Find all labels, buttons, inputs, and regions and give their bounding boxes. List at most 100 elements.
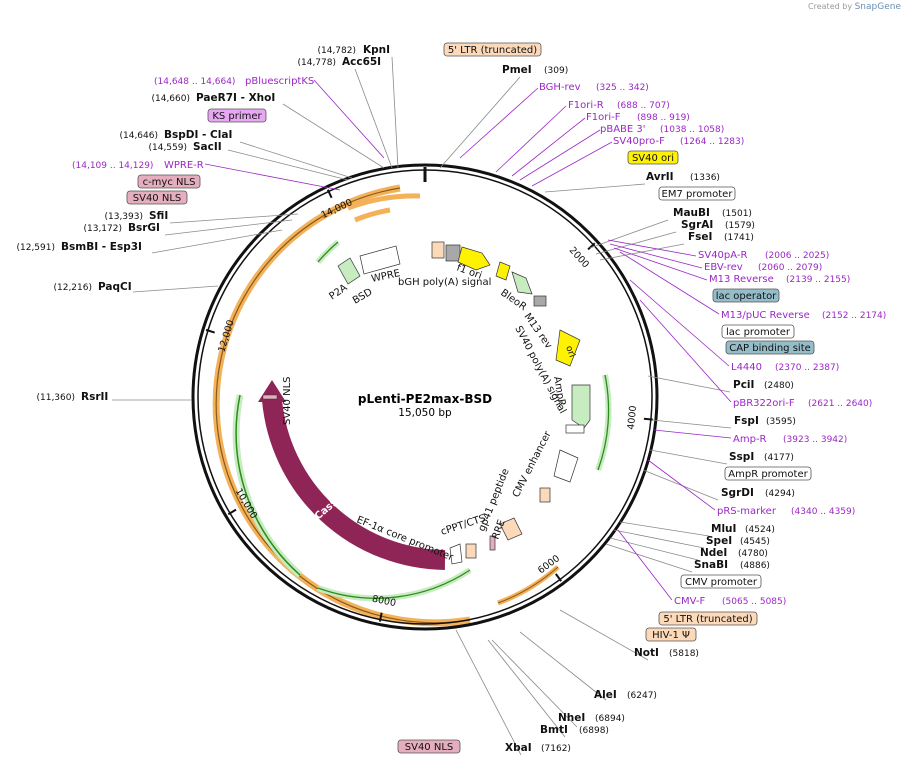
tick-mark bbox=[227, 508, 237, 516]
enzyme-pos-avrii: (1336) bbox=[690, 173, 720, 183]
enzyme-pmei: PmeI bbox=[502, 64, 532, 76]
primer-sv40pro-f: SV40pro-F bbox=[613, 136, 665, 147]
enzyme-labels: (14,782) KpnI (14,778) Acc65I (14,660) P… bbox=[16, 44, 795, 754]
enzyme-pos-sspi: (4177) bbox=[764, 453, 794, 463]
primer-m13-reverse: M13 Reverse bbox=[709, 274, 774, 285]
primer-l4440: L4440 bbox=[731, 362, 762, 373]
tick-mark bbox=[587, 242, 596, 251]
enzyme-bspdi: BspDI - ClaI bbox=[164, 129, 232, 141]
plasmid-name: pLenti-PE2max-BSD bbox=[358, 392, 492, 406]
cppt-shape bbox=[465, 543, 477, 559]
enzyme-pos-xbai: (7162) bbox=[541, 744, 571, 754]
leader-line bbox=[455, 629, 522, 756]
boxed-label-text: KS primer bbox=[212, 111, 262, 122]
feature-label-sv40nls: SV40 NLS bbox=[282, 377, 293, 426]
primer-pos-f1ori-r: (688 .. 707) bbox=[617, 101, 670, 111]
primer-pos-sv40pro-f: (1264 .. 1283) bbox=[680, 137, 744, 147]
enzyme-spei: SpeI bbox=[706, 535, 732, 547]
primer-leader-line bbox=[653, 429, 732, 439]
ef1a-shape bbox=[449, 543, 463, 565]
bsd-arrow bbox=[337, 257, 361, 285]
boxed-label-text: 5' LTR (truncated) bbox=[448, 45, 537, 56]
enzyme-pos-bsmbi: (12,591) bbox=[16, 243, 55, 253]
primer-pos-prs-marker: (4340 .. 4359) bbox=[791, 507, 855, 517]
backbone-ring bbox=[191, 163, 659, 631]
primer-pos-ebv-rev: (2060 .. 2079) bbox=[758, 263, 822, 273]
primer-labels: (14,648 .. 14,664) pBluescriptKS (14,109… bbox=[72, 76, 886, 607]
leader-line bbox=[487, 639, 566, 738]
primer-leader-line bbox=[313, 79, 385, 159]
boxed-label-text: CMV promoter bbox=[685, 577, 758, 588]
boxed-label-text: SV40 NLS bbox=[405, 742, 454, 753]
boxed-label-text: c-myc NLS bbox=[143, 177, 196, 188]
enzyme-paqci: PaqCI bbox=[98, 281, 132, 293]
enzyme-pos-paqci: (12,216) bbox=[53, 283, 92, 293]
ltr-small-arc bbox=[497, 565, 560, 606]
plasmid-center: pLenti-PE2max-BSD 15,050 bp bbox=[358, 392, 492, 419]
enzyme-snabi: SnaBI bbox=[694, 559, 728, 571]
feature-label-ampr: AmpR bbox=[551, 376, 567, 407]
primer-leader-line bbox=[617, 529, 673, 601]
gp41-shape bbox=[489, 535, 496, 551]
enzyme-pos-snabi: (4886) bbox=[740, 561, 770, 571]
boxed-label-text: 5' LTR (truncated) bbox=[663, 614, 752, 625]
leader-line bbox=[589, 219, 669, 249]
leader-line bbox=[651, 419, 732, 429]
boxed-label-text: AmpR promoter bbox=[728, 469, 808, 480]
enzyme-bsrgi: BsrGI bbox=[128, 222, 160, 234]
backbone-outer bbox=[191, 163, 659, 631]
label-leaders bbox=[112, 56, 732, 756]
bgh-shape bbox=[431, 241, 445, 259]
enzyme-sgrai: SgrAI bbox=[681, 219, 713, 231]
enzyme-maubi: MauBI bbox=[673, 207, 710, 219]
enzyme-acc65i: Acc65I bbox=[342, 56, 381, 68]
enzyme-fsei: FseI bbox=[688, 231, 712, 243]
enzyme-pos-sfii: (13,393) bbox=[104, 212, 143, 222]
sv40-ori-shape bbox=[495, 261, 511, 281]
boxed-label-bg bbox=[658, 611, 758, 626]
primer-leader-line bbox=[531, 141, 613, 187]
boxed-feature-labels: 5' LTR (truncated) KS primer c-myc NLS SV40… bbox=[126, 42, 815, 754]
wpre-shape bbox=[359, 245, 401, 275]
boxed-label-text: SV40 NLS bbox=[133, 193, 182, 204]
orf-top-inner bbox=[317, 241, 339, 263]
enzyme-pcii: PciI bbox=[733, 379, 754, 391]
leader-line bbox=[439, 76, 521, 169]
tick-label: 8000 bbox=[371, 594, 397, 610]
primer-pbluescriptks: pBluescriptKS bbox=[245, 76, 314, 87]
primer-wpre-r: WPRE-R bbox=[164, 160, 204, 171]
primer-pos-sv40pa-r: (2006 .. 2025) bbox=[765, 251, 829, 261]
boxed-label-text: lac promoter bbox=[726, 327, 791, 338]
tick-mark bbox=[326, 189, 333, 199]
f1-ori-arrow bbox=[457, 246, 491, 271]
primer-m13puc-reverse: M13/pUC Reverse bbox=[721, 310, 810, 321]
leader-line bbox=[239, 141, 353, 179]
primer-pos-amp-r: (3923 .. 3942) bbox=[783, 435, 847, 445]
boxed-label-bg bbox=[126, 190, 188, 205]
enzyme-kpni: KpnI bbox=[363, 44, 390, 56]
tick-mark bbox=[205, 328, 215, 334]
enzyme-pos-rsrii: (11,360) bbox=[36, 393, 75, 403]
leader-line bbox=[613, 529, 705, 549]
enzyme-pos-ndei: (4780) bbox=[738, 549, 768, 559]
boxed-label-bg bbox=[721, 324, 795, 339]
primer-pos-pbabe3: (1038 .. 1058) bbox=[660, 125, 724, 135]
enzyme-rsrii: RsrII bbox=[81, 391, 108, 403]
boxed-label-bg bbox=[137, 174, 201, 189]
primer-cmv-f: CMV-F bbox=[674, 596, 705, 607]
enzyme-pos-acc65i: (14,778) bbox=[297, 58, 336, 68]
sv40-nls-shape bbox=[262, 394, 278, 400]
cas9-arc bbox=[262, 399, 446, 570]
enzyme-sspi: SspI bbox=[729, 451, 754, 463]
leader-line bbox=[642, 469, 719, 501]
enzyme-fspi: FspI bbox=[734, 415, 759, 427]
enzyme-nhei: NheI bbox=[558, 712, 585, 724]
enzyme-pos-maubi: (1501) bbox=[722, 209, 752, 219]
enzyme-xbai: XbaI bbox=[505, 742, 532, 754]
primer-ebv-rev: EBV-rev bbox=[704, 262, 743, 273]
enzyme-pos-paer7i: (14,660) bbox=[151, 94, 190, 104]
leader-line bbox=[649, 449, 728, 465]
feature-label-bsd: BSD bbox=[351, 287, 375, 307]
primer-pos-bgh-rev: (325 .. 342) bbox=[596, 83, 649, 93]
leader-line bbox=[595, 231, 677, 255]
